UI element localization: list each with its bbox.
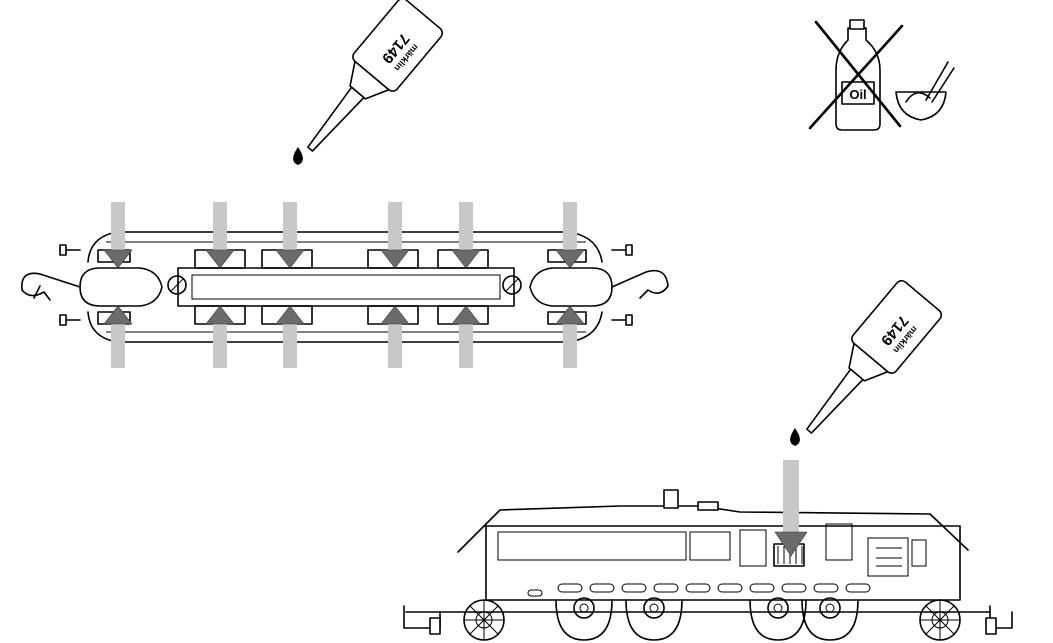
oil-drop-right (790, 428, 800, 446)
roof-fitting (663, 489, 679, 509)
wheel-driver-4 (801, 597, 859, 641)
wheel-leading (463, 599, 505, 641)
arrow-down-2 (205, 202, 235, 269)
bogie-lubrication-arrows (103, 202, 585, 368)
screw-left (167, 275, 187, 295)
locomotive (403, 489, 1013, 641)
arrow-down-1 (103, 202, 133, 269)
axle-boxes-top (97, 249, 587, 269)
oil-bottle-top: 7149 märklin (293, 0, 444, 165)
arrow-up-3 (275, 305, 305, 368)
wheel-driver-3 (749, 597, 807, 641)
arrow-down-6 (555, 202, 585, 269)
arrow-up-2 (205, 305, 235, 368)
arrow-up-6 (555, 305, 585, 368)
oil-drop-top (293, 147, 303, 165)
locomotive-lubrication-arrow (774, 460, 808, 557)
arrow-down-5 (451, 202, 481, 269)
body-slots (527, 583, 871, 597)
coupler-right (611, 269, 669, 299)
wheel-driver-1 (555, 597, 613, 641)
oil-bottle-right: 7149 märklin (790, 279, 943, 446)
axle-boxes-bottom (97, 305, 587, 325)
coupler-left (21, 272, 81, 301)
arrow-down-3 (275, 202, 305, 269)
wheel-driver-2 (625, 597, 683, 641)
bogie-frame (21, 231, 669, 343)
arrow-up-5 (451, 305, 481, 368)
prohibited-oil-label: Oil (849, 87, 866, 102)
arrow-down-4 (380, 202, 410, 269)
prohibited-oil-icon: Oil (808, 19, 955, 131)
screw-right (502, 275, 522, 295)
arrow-up-4 (380, 305, 410, 368)
arrow-up-1 (103, 305, 133, 368)
wheel-trailing (919, 599, 961, 641)
